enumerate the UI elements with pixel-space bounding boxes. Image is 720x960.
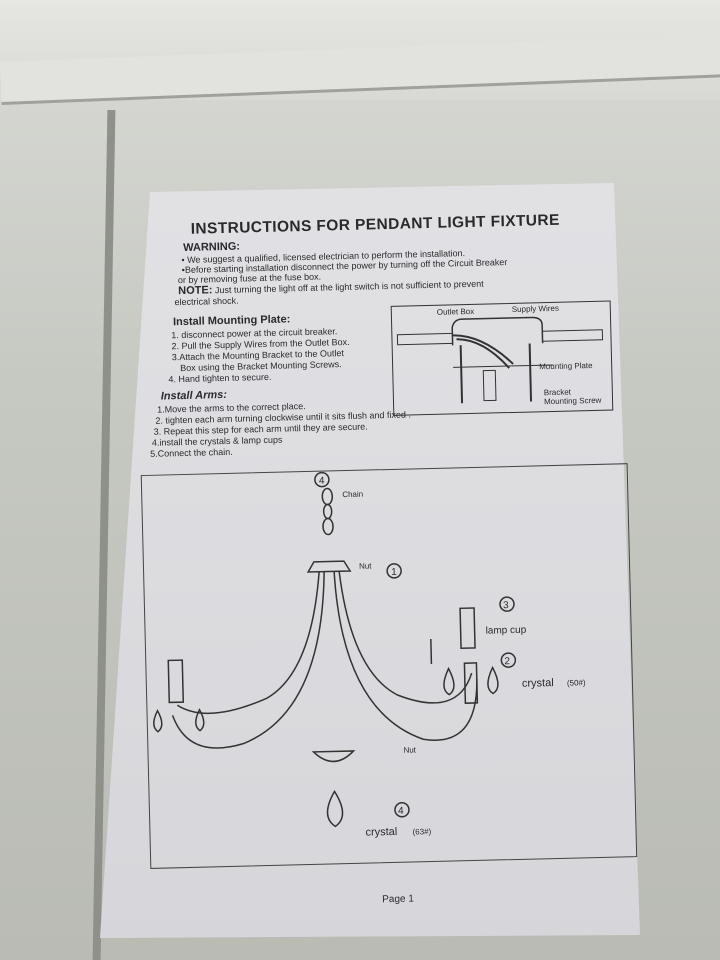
mounting-diagram-drawing: Outlet Box Supply Wires Mounting Plate B… — [396, 304, 604, 406]
fixture-diagram: 4 Chain Nut 1 3 lamp cup 2 crystal (50#)… — [140, 463, 638, 869]
bottom-cup — [311, 750, 356, 763]
right-socket — [463, 662, 479, 704]
down-arrow — [430, 639, 433, 665]
crystal-bottom-count: (63#) — [412, 827, 431, 836]
page-number: Page 1 — [382, 893, 414, 906]
note-label: NOTE: — [178, 284, 213, 298]
bracket-label: Mounting Screw — [544, 396, 602, 406]
arm-right — [338, 571, 473, 704]
warning-heading: WARNING: — [183, 240, 241, 254]
screw — [459, 345, 464, 404]
nut-top-label: Nut — [359, 561, 372, 570]
outlet-box-label: Outlet Box — [437, 307, 475, 317]
left-crystal — [153, 709, 163, 733]
crystal-side-number: 2 — [504, 656, 510, 667]
number-circle — [394, 802, 410, 818]
page-title: INSTRUCTIONS FOR PENDANT LIGHT FIXTURE — [190, 211, 560, 238]
lamp-cup-label: lamp cup — [486, 625, 527, 637]
lamp-cup-number: 3 — [503, 600, 509, 611]
chain-link — [322, 503, 333, 520]
mounting-plate-label: Mounting Plate — [539, 361, 593, 371]
crystal-side-count: (50#) — [567, 678, 586, 687]
arm-left — [176, 571, 320, 715]
lamp-cup-shape — [459, 607, 476, 650]
number-circle — [499, 596, 515, 612]
ceiling-hatch — [396, 332, 454, 346]
bracket-label: Bracket — [544, 388, 572, 398]
canopy — [306, 560, 352, 573]
crystal-bottom-number: 4 — [398, 806, 404, 817]
fixture-drawing: 4 Chain Nut 1 3 lamp cup 2 crystal (50#)… — [153, 471, 586, 839]
side-crystal — [443, 666, 455, 696]
ceiling-hatch — [541, 329, 604, 342]
mounting-step: 4. Hand tighten to secure. — [168, 371, 272, 385]
number-circle — [314, 471, 330, 488]
mounting-diagram: Outlet Box Supply Wires Mounting Plate B… — [390, 300, 614, 416]
supply-wires-shape — [452, 334, 514, 369]
chain-label: Chain — [342, 490, 363, 500]
number-circle — [500, 652, 517, 668]
arms-step: 5.Connect the chain. — [150, 446, 233, 459]
bracket-shape — [482, 369, 497, 402]
supply-wires-label: Supply Wires — [512, 304, 559, 314]
crystal-side-label: crystal — [522, 677, 554, 690]
nut-top-number: 1 — [391, 567, 397, 578]
arm-right-lower — [333, 571, 478, 741]
bottom-crystal — [326, 789, 344, 828]
arms-heading: Install Arms: — [160, 388, 228, 403]
chain-number: 4 — [319, 476, 325, 487]
nut-bottom-label: Nut — [403, 745, 416, 754]
side-crystal — [487, 665, 499, 695]
sheet-content: INSTRUCTIONS FOR PENDANT LIGHT FIXTURE W… — [140, 188, 638, 920]
mounting-heading: Install Mounting Plate: — [172, 313, 291, 329]
arm-left-lower — [171, 571, 325, 749]
mounting-plate-line — [453, 364, 554, 368]
left-lamp-cup — [167, 659, 185, 704]
screw — [528, 343, 533, 402]
chain-link — [322, 517, 334, 536]
number-circle — [386, 563, 402, 579]
chain-link — [321, 487, 334, 506]
left-crystal — [195, 708, 205, 732]
crystal-bottom-label: crystal — [365, 826, 397, 839]
outlet-box-shape — [451, 316, 544, 346]
note-cont: electrical shock. — [174, 295, 239, 308]
